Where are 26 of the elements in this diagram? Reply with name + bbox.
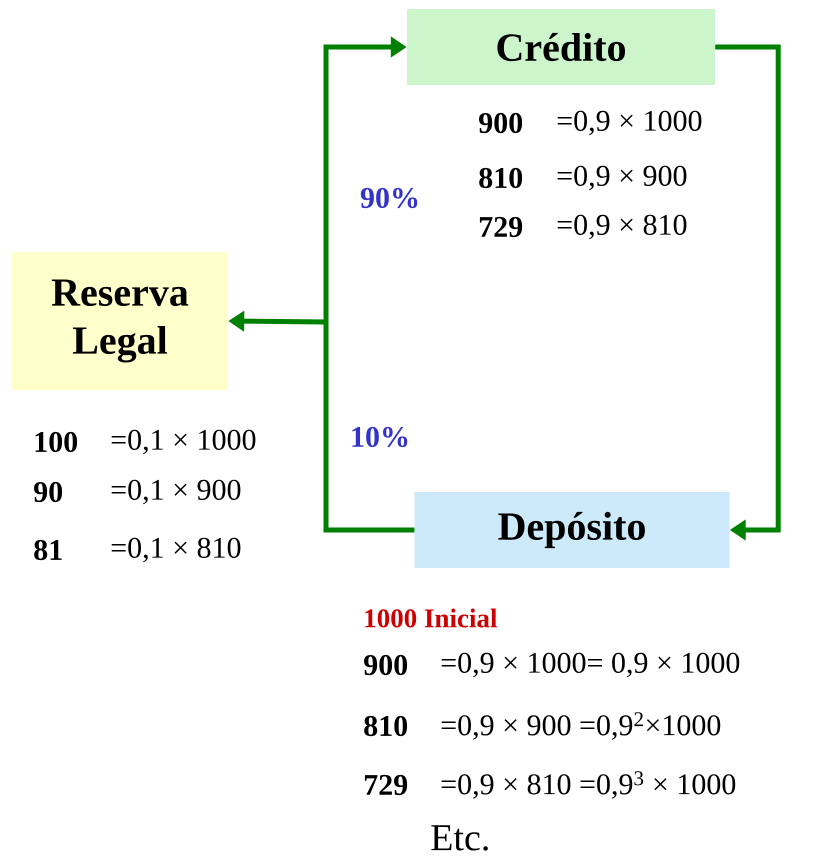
formula-label: =0,9 × 900 =0,9$^{2}$×1000: [442, 712, 720, 740]
formula-label: =0,1 × 1000: [112, 430, 256, 454]
note-label: Etc.: [431, 825, 488, 851]
number-label: 810: [364, 716, 408, 736]
process-box: Depósito: [414, 492, 730, 568]
number-label: 900: [364, 654, 408, 676]
edge-label: 90%: [359, 186, 421, 210]
formula-label: =0,1 × 900: [112, 480, 240, 504]
number-label: 900: [479, 112, 522, 134]
number-label: 100: [36, 432, 78, 452]
number-label: 81: [34, 540, 62, 560]
formula-label: =0,9 × 1000= 0,9 × 1000: [442, 652, 740, 678]
number-label: 810: [479, 168, 522, 188]
arrow: [715, 44, 781, 541]
arrow: [324, 36, 414, 532]
process-box: Reserva Legal: [12, 252, 228, 390]
formula-label: =0,9 × 900: [558, 166, 686, 190]
number-label: 729: [480, 216, 522, 238]
formula-label: =0,1 × 810: [112, 538, 240, 562]
formula-label: =0,9 × 810 =0,9$^{3}$ × 1000: [442, 771, 736, 799]
note-label: 1000 Inicial: [365, 608, 498, 628]
number-label: 90: [34, 482, 62, 502]
process-box: Crédito: [407, 9, 715, 85]
edge-label: 10%: [349, 426, 411, 448]
formula-label: =0,9 × 810: [558, 214, 686, 240]
number-label: 729: [364, 774, 408, 796]
